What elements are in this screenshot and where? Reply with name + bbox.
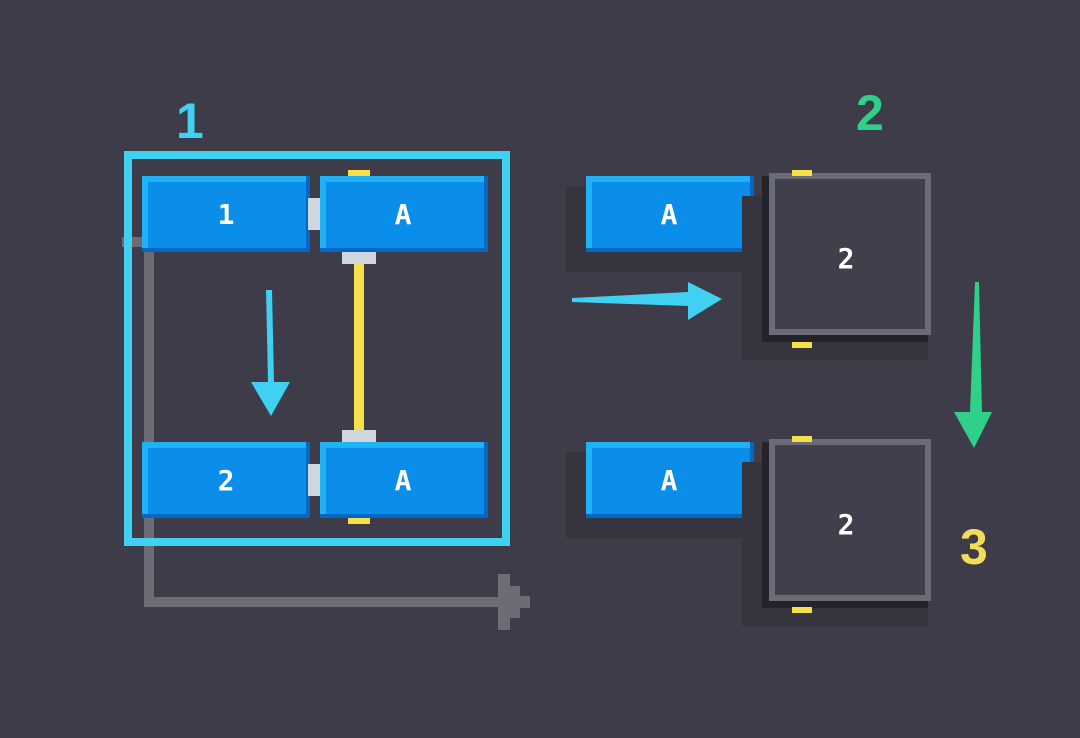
tab-bottom — [792, 607, 812, 613]
selection-frame — [124, 151, 510, 546]
right-arrow-icon — [572, 282, 722, 320]
tab-bottom-right — [348, 518, 370, 524]
green-down-arrow-icon — [954, 282, 992, 448]
step-2-label: 2 — [856, 85, 884, 141]
block-label: A — [661, 464, 678, 497]
down-arrow-icon — [251, 290, 290, 416]
step-3-label: 3 — [960, 519, 988, 575]
device-right-top[interactable]: 2 — [742, 170, 931, 360]
block-bottom-right[interactable]: A — [320, 442, 488, 518]
tab-bottom — [792, 342, 812, 348]
block-label: A — [395, 198, 412, 231]
flow-path-arrow — [122, 237, 530, 630]
block-label: A — [395, 464, 412, 497]
device-label: 2 — [838, 242, 855, 275]
block-bottom-left[interactable]: 2 — [142, 442, 310, 518]
block-right-top[interactable]: A — [566, 176, 754, 272]
tab-top — [792, 436, 812, 442]
device-right-bottom[interactable]: 2 — [742, 436, 931, 626]
block-label: A — [661, 198, 678, 231]
tab-top — [792, 170, 812, 176]
block-top-right[interactable]: A — [320, 176, 488, 252]
connector-top — [308, 198, 322, 230]
block-right-bottom[interactable]: A — [566, 442, 754, 538]
block-label: 2 — [218, 464, 235, 497]
block-label: 1 — [218, 198, 235, 231]
vertical-link — [342, 252, 376, 442]
connector-bottom — [308, 464, 322, 496]
step-1-label: 1 — [176, 93, 204, 149]
device-label: 2 — [838, 508, 855, 541]
tab-top-right — [348, 170, 370, 176]
block-top-left[interactable]: 1 — [142, 176, 310, 252]
